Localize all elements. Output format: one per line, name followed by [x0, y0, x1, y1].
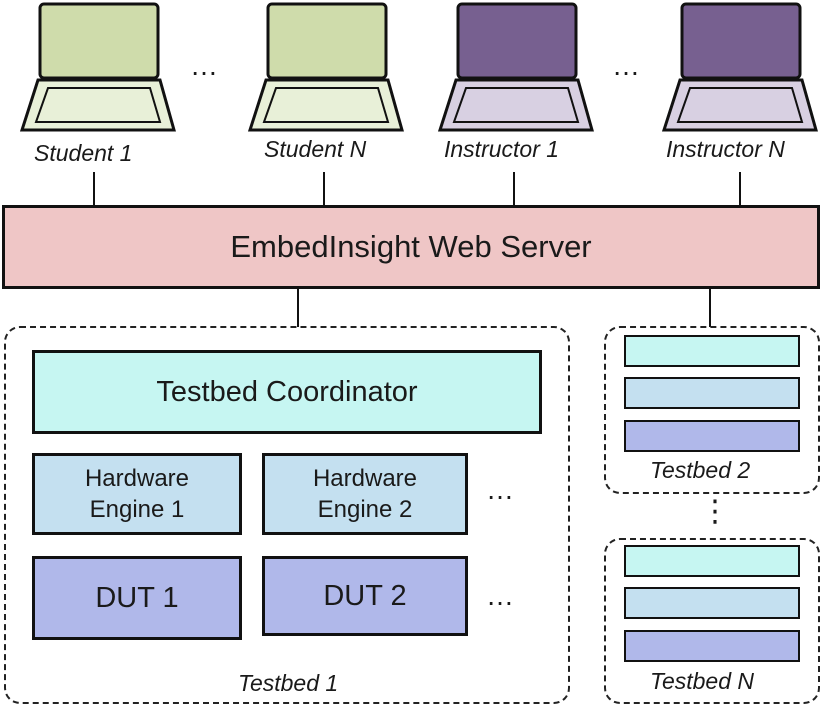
- testbed-n-engine-bar: [624, 587, 800, 619]
- laptop-screen: [266, 2, 388, 80]
- testbed-coordinator-box: Testbed Coordinator: [32, 350, 542, 434]
- client-student-1: Student 1: [18, 0, 178, 170]
- testbed-coordinator-label: Testbed Coordinator: [156, 375, 418, 408]
- hardware-engine-2-box: Hardware Engine 2: [262, 453, 468, 535]
- connector-line: [93, 172, 95, 206]
- connector-line: [513, 172, 515, 206]
- dut-1-box: DUT 1: [32, 556, 242, 640]
- connector-line: [709, 289, 711, 327]
- testbed-n-dut-bar: [624, 630, 800, 662]
- testbed-n-container: [604, 538, 820, 704]
- laptop-icon: [661, 2, 818, 132]
- testbed-1-container: [4, 326, 570, 704]
- testbed-2-container: [604, 326, 820, 494]
- laptop-screen: [38, 2, 160, 80]
- client-label: Student 1: [34, 140, 133, 166]
- testbed-n-label: Testbed N: [650, 668, 754, 694]
- testbed-2-engine-bar: [624, 377, 800, 409]
- testbeds-vertical-ellipsis: ⋮: [700, 495, 730, 528]
- connector-line: [297, 289, 299, 327]
- testbed-2-coordinator-bar: [624, 335, 800, 367]
- dut-label: DUT 2: [323, 579, 407, 612]
- web-server-label: EmbedInsight Web Server: [230, 229, 592, 264]
- client-instructor-n: Instructor N: [660, 0, 820, 170]
- client-label: Instructor 1: [444, 136, 560, 162]
- laptop-icon: [247, 2, 404, 132]
- engines-ellipsis: …: [486, 474, 518, 505]
- laptop-icon: [19, 2, 176, 132]
- web-server-box: EmbedInsight Web Server: [2, 205, 820, 289]
- connector-line: [739, 172, 741, 206]
- laptop-screen: [680, 2, 802, 80]
- connector-line: [323, 172, 325, 206]
- testbed-2-label: Testbed 2: [650, 457, 751, 483]
- laptop-base: [247, 78, 404, 132]
- instructors-ellipsis: …: [612, 50, 644, 81]
- hardware-engine-label: Hardware Engine 2: [312, 464, 418, 523]
- hardware-engine-1-box: Hardware Engine 1: [32, 453, 242, 535]
- laptop-screen: [456, 2, 578, 80]
- laptop-base: [661, 78, 818, 132]
- laptop-base: [437, 78, 594, 132]
- client-instructor-1: Instructor 1: [436, 0, 596, 170]
- testbed-n-coordinator-bar: [624, 545, 800, 577]
- duts-ellipsis: …: [486, 580, 518, 611]
- laptop-icon: [437, 2, 594, 132]
- client-label: Instructor N: [666, 136, 785, 162]
- laptop-base: [19, 78, 176, 132]
- students-ellipsis: …: [190, 50, 222, 81]
- testbed-2-dut-bar: [624, 420, 800, 452]
- hardware-engine-label: Hardware Engine 1: [84, 464, 190, 523]
- testbed-1-label: Testbed 1: [238, 670, 339, 696]
- client-label: Student N: [264, 136, 367, 162]
- dut-label: DUT 1: [95, 581, 179, 614]
- client-student-n: Student N: [246, 0, 406, 170]
- dut-2-box: DUT 2: [262, 556, 468, 636]
